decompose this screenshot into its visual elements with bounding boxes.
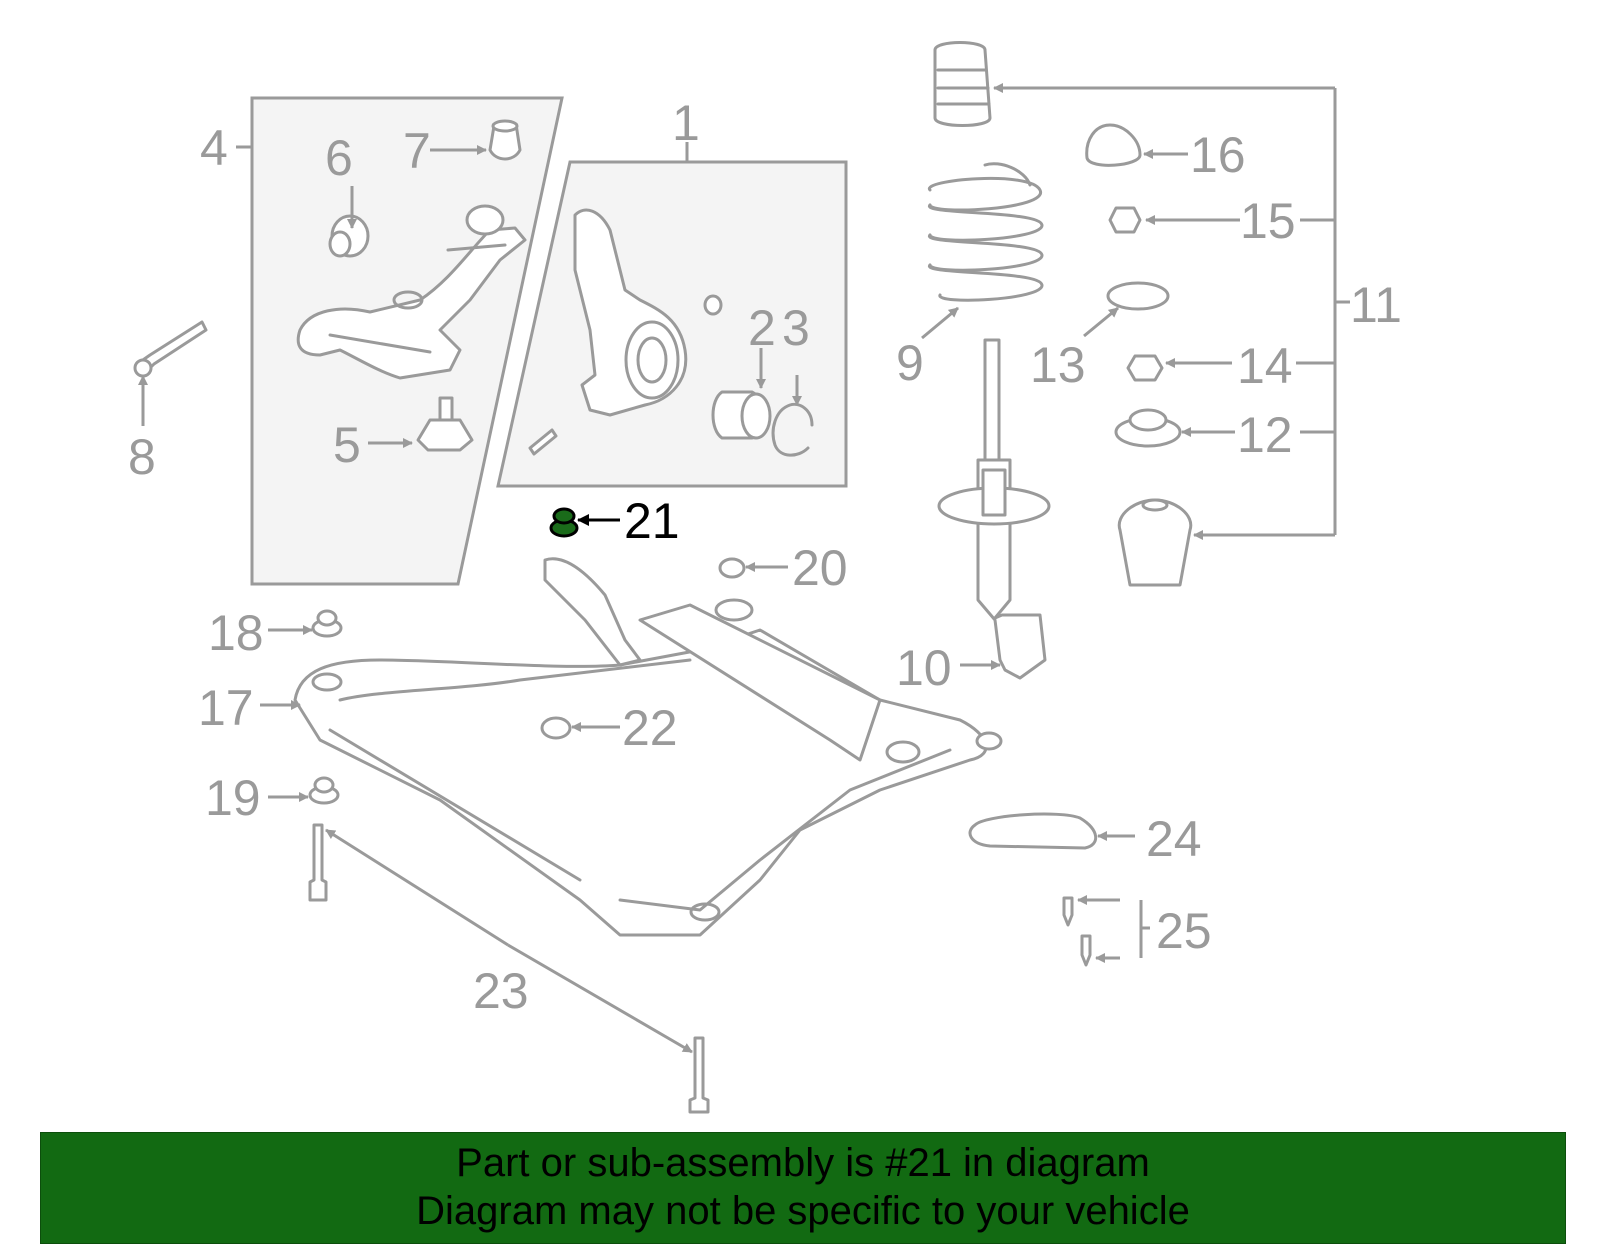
strut-10 [937, 338, 1051, 680]
callout-24: 24 [1146, 811, 1202, 867]
bearing-2 [711, 390, 772, 440]
plate-24 [968, 812, 1098, 850]
bushing-18 [311, 609, 343, 638]
callout-9: 9 [896, 335, 924, 391]
banner-line-2: Diagram may not be specific to your vehi… [416, 1189, 1190, 1233]
bump-stop [933, 41, 992, 127]
coil-spring-9 [928, 162, 1044, 302]
callout-15: 15 [1240, 193, 1296, 249]
callout-18: 18 [208, 605, 264, 661]
crossmember-17 [293, 557, 1003, 937]
callout-10: 10 [896, 640, 952, 696]
callout-13: 13 [1030, 337, 1086, 393]
bolt-23b [688, 1036, 710, 1114]
bushing-19 [308, 776, 340, 805]
banner-line-1: Part or sub-assembly is #21 in diagram [456, 1141, 1150, 1185]
callout-19: 19 [205, 770, 261, 826]
callout-11: 11 [1350, 277, 1402, 333]
callout-3: 3 [782, 300, 810, 356]
callout-16: 16 [1190, 127, 1246, 183]
bushing-20 [718, 557, 746, 579]
callout-17: 17 [198, 680, 254, 736]
callout-6: 6 [325, 130, 353, 186]
leader-lines [138, 83, 1350, 1054]
callout-14: 14 [1237, 338, 1293, 394]
cap-16 [1085, 123, 1142, 167]
ball-joint-5 [416, 396, 474, 452]
strut-mount [1117, 498, 1193, 587]
mount-12 [1114, 408, 1182, 448]
callout-2: 2 [748, 300, 776, 356]
part-21-highlight [549, 507, 579, 538]
callout-7: 7 [403, 123, 431, 179]
bolt-25a [1062, 896, 1074, 927]
nut-14 [1126, 354, 1164, 382]
bushing-22 [540, 716, 572, 740]
bolt-23a [308, 823, 328, 902]
bolt-25b [1080, 934, 1092, 967]
callout-25: 25 [1156, 903, 1212, 959]
snap-ring-3 [771, 402, 814, 457]
callout-21: 21 [624, 493, 680, 549]
bushing-6 [328, 214, 370, 258]
callout-23: 23 [473, 963, 529, 1019]
nut-15 [1108, 206, 1142, 234]
callout-12: 12 [1237, 407, 1293, 463]
callout-4: 4 [200, 120, 228, 176]
callout-1: 1 [672, 95, 700, 151]
steering-knuckle [528, 208, 723, 456]
bushing-7 [488, 119, 522, 161]
callout-8: 8 [128, 429, 156, 485]
callout-22: 22 [622, 700, 678, 756]
washer-13 [1106, 281, 1170, 311]
callout-5: 5 [333, 417, 361, 473]
bolt-8 [133, 320, 208, 378]
suspension-diagram: 4 1 6 7 8 5 2 3 9 13 16 15 11 14 12 21 2… [128, 41, 1402, 1114]
lower-control-arm [296, 204, 527, 380]
info-banner: Part or sub-assembly is #21 in diagram D… [40, 1132, 1566, 1244]
callout-20: 20 [792, 540, 848, 596]
